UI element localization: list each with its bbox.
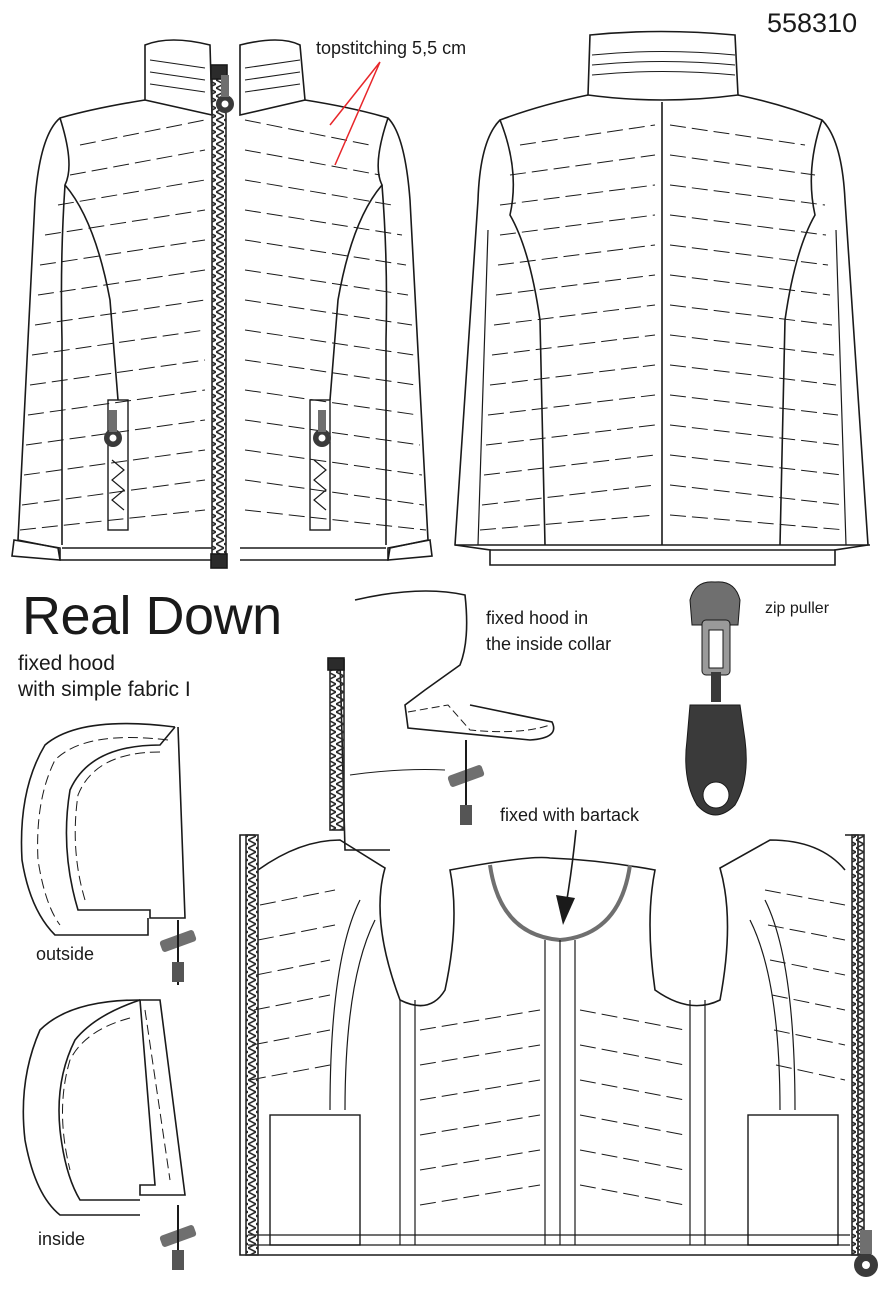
collar-detail [327, 590, 555, 851]
hood-collar-label-1: fixed hood in [486, 608, 589, 628]
hood-inside [22, 999, 186, 1216]
topstitching-label: topstitching 5,5 cm [316, 38, 467, 58]
bartack-label: fixed with bartack [500, 805, 640, 825]
article-number: 558310 [767, 8, 858, 38]
topstitching-leader [329, 61, 381, 166]
zip-puller-icon [104, 75, 331, 447]
zip-puller-label: zip puller [765, 600, 830, 617]
inside-label: inside [38, 1229, 86, 1249]
subtitle-line1: fixed hood [18, 652, 115, 675]
hood-outside [20, 722, 186, 936]
hood-collar-label-2: the inside collar [486, 634, 612, 654]
front-view [11, 39, 433, 569]
cord-stopper-icon [159, 740, 485, 1270]
bartack-arrow [556, 829, 577, 925]
back-view [454, 30, 870, 566]
subtitle-line2: with simple fabric I [18, 678, 191, 701]
zip-puller-icon [685, 581, 878, 1277]
outside-label: outside [36, 944, 95, 964]
page-title: Real Down [22, 586, 282, 646]
inner-body [239, 834, 865, 1256]
